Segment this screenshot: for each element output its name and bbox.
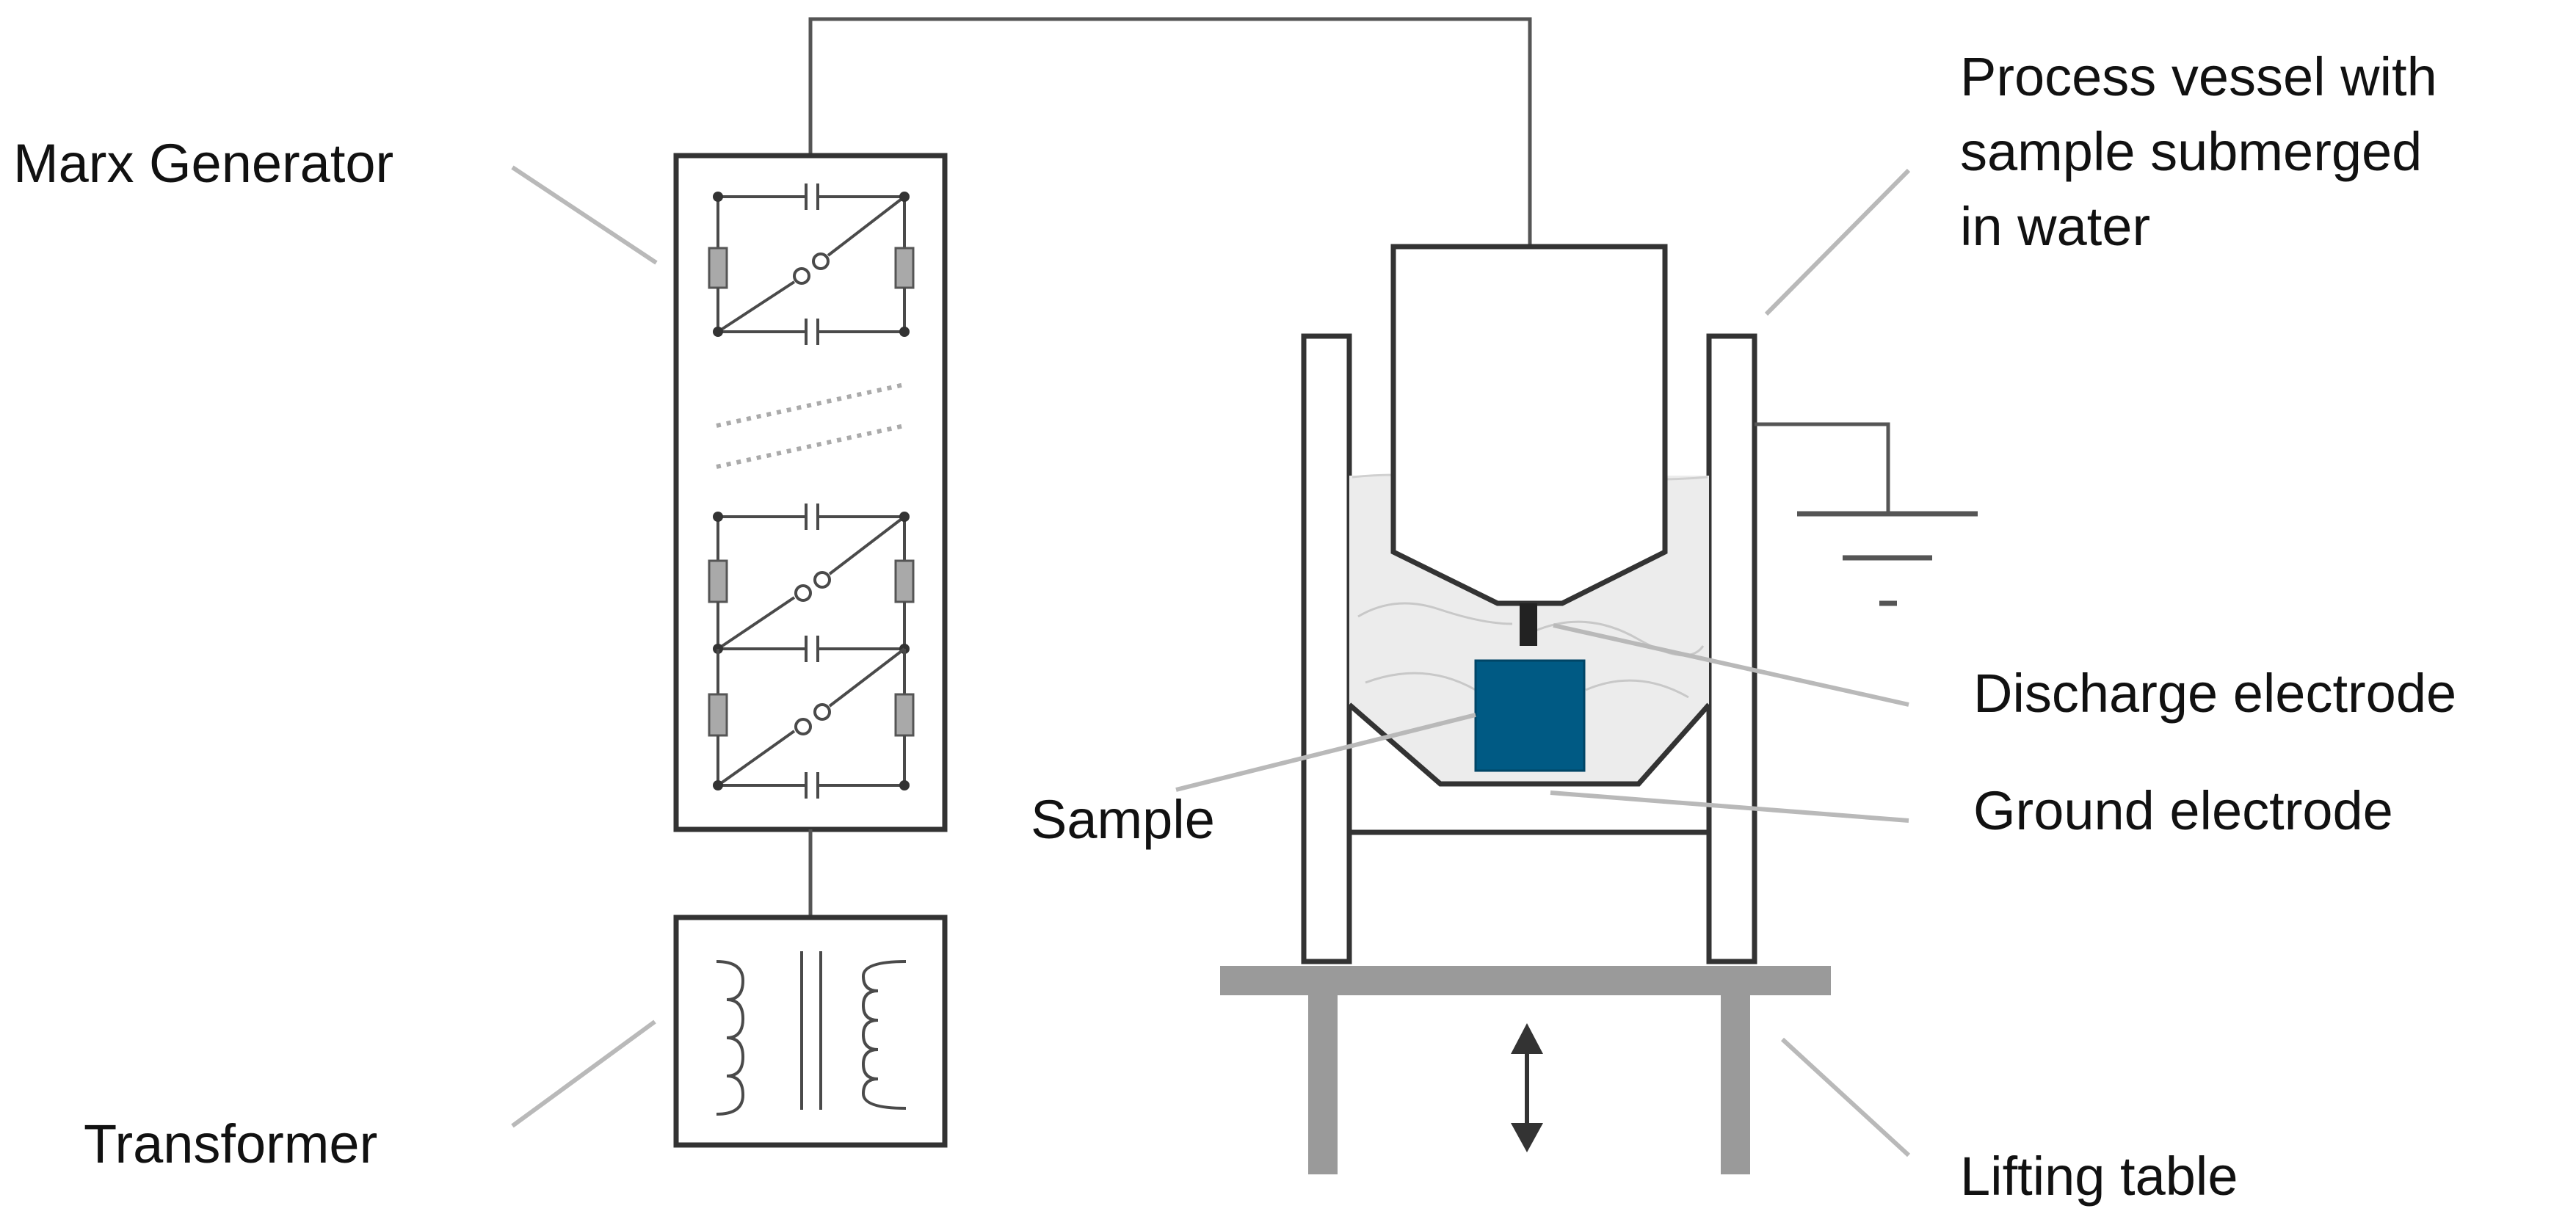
label-process-vessel-line-2: sample submerged	[1960, 121, 2422, 182]
leader-sample	[1175, 713, 1476, 792]
label-process-vessel-line-1: Process vessel with	[1960, 46, 2437, 107]
label-transformer: Transformer	[84, 1113, 377, 1174]
transformer-secondary-coil	[861, 960, 907, 1110]
lift-arrow-head-up	[1511, 1023, 1543, 1054]
transformer	[673, 915, 948, 1148]
electrode-housing	[1390, 244, 1668, 606]
vessel-right-wall	[1706, 333, 1757, 964]
label-ground-electrode: Ground electrode	[1973, 780, 2393, 841]
leader-ground-electrode	[1550, 790, 1909, 823]
vessel-inner-frame	[1346, 829, 1712, 962]
lifting-table-right-leg	[1721, 995, 1750, 1174]
vessel-left-wall	[1301, 333, 1352, 964]
marx-stage-3	[708, 647, 915, 799]
leader-marx-generator	[511, 165, 658, 265]
marx-continuation-dots	[716, 382, 905, 428]
discharge-electrode	[1520, 603, 1537, 646]
lifting-table-top	[1220, 966, 1831, 995]
label-marx-generator: Marx Generator	[13, 133, 393, 194]
label-sample: Sample	[1031, 789, 1215, 850]
lift-arrow-head-down	[1511, 1123, 1543, 1152]
marx-generator	[673, 153, 948, 832]
label-lifting-table: Lifting table	[1960, 1146, 2238, 1207]
label-process-vessel-line-3: in water	[1960, 196, 2150, 257]
marx-stage-1	[708, 183, 915, 345]
label-discharge-electrode: Discharge electrode	[1973, 663, 2456, 724]
marx-stage-2	[708, 504, 915, 662]
connecting-wire	[808, 17, 1532, 247]
water-turbulence	[1357, 602, 1705, 699]
transformer-primary-coil	[716, 960, 745, 1116]
leader-discharge-electrode	[1553, 623, 1909, 707]
ground-symbol	[1755, 422, 1978, 606]
marx-continuation-dots	[716, 424, 905, 469]
sample	[1474, 659, 1586, 772]
leader-process-vessel	[1764, 168, 1911, 316]
leader-lifting-table	[1780, 1037, 1911, 1157]
lifting-table	[1220, 966, 1831, 1174]
leader-transformer	[511, 1019, 656, 1128]
transformer-housing	[673, 915, 948, 1148]
vessel-bowl-outline	[1347, 702, 1711, 787]
lifting-table-left-leg	[1308, 995, 1338, 1174]
process-vessel	[1301, 244, 1757, 964]
